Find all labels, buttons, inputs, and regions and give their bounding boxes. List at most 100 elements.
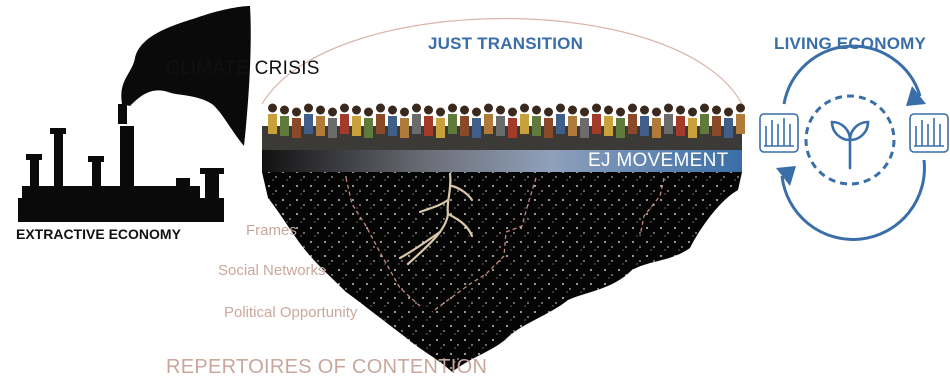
crowd-figure bbox=[616, 118, 625, 138]
crowd-head bbox=[724, 107, 733, 117]
crowd-head bbox=[676, 105, 685, 115]
crowd-head bbox=[328, 107, 337, 117]
crowd-head bbox=[736, 103, 745, 113]
crowd-head bbox=[508, 107, 517, 117]
climate-crisis-label: CLIMATE CRISIS bbox=[166, 58, 320, 79]
political-opportunity-label: Political Opportunity bbox=[224, 304, 358, 321]
crowd-figure bbox=[268, 114, 277, 134]
factory-icon bbox=[18, 104, 224, 222]
crowd-head bbox=[604, 105, 613, 115]
raised-hands-icon bbox=[759, 113, 799, 153]
crowd-figure bbox=[532, 116, 541, 136]
crowd-head bbox=[400, 107, 409, 117]
ej-movement-label: EJ MOVEMENT bbox=[588, 150, 729, 171]
crowd-figure bbox=[496, 116, 505, 136]
crowd-figure bbox=[664, 114, 673, 134]
crowd-figure bbox=[484, 114, 493, 134]
crowd-head bbox=[436, 107, 445, 117]
crowd-figure bbox=[400, 118, 409, 138]
social-networks-label: Social Networks bbox=[218, 262, 326, 279]
crowd-head bbox=[628, 103, 637, 113]
crowd-figure bbox=[316, 116, 325, 136]
crowd-head bbox=[652, 107, 661, 117]
crowd-head bbox=[448, 103, 457, 113]
crowd-head bbox=[376, 103, 385, 113]
crowd-head bbox=[424, 105, 433, 115]
crowd-head bbox=[412, 103, 421, 113]
root-ground bbox=[262, 172, 742, 372]
crowd-figure bbox=[736, 114, 745, 134]
crowd-figure bbox=[700, 114, 709, 134]
crowd-head bbox=[292, 107, 301, 117]
crowd-head bbox=[340, 103, 349, 113]
raised-hands-icon-right bbox=[909, 113, 949, 153]
frames-label: Frames bbox=[246, 222, 297, 239]
crowd-figure bbox=[652, 118, 661, 138]
crowd-head bbox=[460, 105, 469, 115]
crowd-head bbox=[616, 107, 625, 117]
crowd-figure bbox=[364, 118, 373, 138]
cycle-arrows-icon bbox=[776, 44, 926, 241]
crowd-figure bbox=[460, 116, 469, 136]
ej-movement-bar bbox=[262, 150, 742, 172]
crowd-figure bbox=[424, 116, 433, 136]
transition-arc bbox=[261, 18, 743, 105]
crowd-head bbox=[268, 103, 277, 113]
roots-icon bbox=[398, 172, 474, 266]
crowd-head bbox=[316, 105, 325, 115]
crowd-head bbox=[484, 103, 493, 113]
sprout-icon bbox=[830, 120, 870, 170]
crowd-icon bbox=[262, 103, 745, 150]
crowd-figure bbox=[352, 116, 361, 136]
crowd-figure bbox=[688, 118, 697, 138]
crowd-head bbox=[712, 105, 721, 115]
dashed-lines bbox=[345, 177, 421, 307]
crowd-figure bbox=[568, 116, 577, 136]
crowd-figure bbox=[544, 118, 553, 138]
crowd-head bbox=[688, 107, 697, 117]
crowd-head bbox=[532, 105, 541, 115]
crowd-head bbox=[388, 105, 397, 115]
crowd-figure bbox=[448, 114, 457, 134]
crowd-head bbox=[640, 105, 649, 115]
crowd-figure bbox=[604, 116, 613, 136]
inner-dashed-circle bbox=[804, 94, 896, 186]
crowd-figure bbox=[280, 116, 289, 136]
crowd-head bbox=[304, 103, 313, 113]
just-transition-label: JUST TRANSITION bbox=[428, 34, 584, 53]
crowd-figure bbox=[592, 114, 601, 134]
crowd-head bbox=[472, 107, 481, 117]
crowd-figure bbox=[376, 114, 385, 134]
crowd-head bbox=[664, 103, 673, 113]
crowd-figure bbox=[640, 116, 649, 136]
crowd-head bbox=[700, 103, 709, 113]
crowd-figure bbox=[508, 118, 517, 138]
crowd-figure bbox=[292, 118, 301, 138]
crowd-figure bbox=[580, 118, 589, 138]
crowd-head bbox=[352, 105, 361, 115]
crowd-head bbox=[364, 107, 373, 117]
crowd-figure bbox=[436, 118, 445, 138]
crowd-head bbox=[544, 107, 553, 117]
crowd-figure bbox=[472, 118, 481, 138]
crowd-figure bbox=[556, 114, 565, 134]
crowd-figure bbox=[304, 114, 313, 134]
repertoires-label: REPERTOIRES OF CONTENTION bbox=[166, 356, 488, 378]
smoke-plume-icon bbox=[121, 6, 251, 146]
crowd-figure bbox=[724, 118, 733, 138]
crowd-figure bbox=[676, 116, 685, 136]
crowd-head bbox=[280, 105, 289, 115]
crowd-figure bbox=[628, 114, 637, 134]
crowd-head bbox=[556, 103, 565, 113]
crowd-figure bbox=[340, 114, 349, 134]
crowd-head bbox=[520, 103, 529, 113]
crowd-head bbox=[568, 105, 577, 115]
crowd-head bbox=[496, 105, 505, 115]
living-economy-label: LIVING ECONOMY bbox=[774, 34, 927, 53]
crowd-figure bbox=[328, 118, 337, 138]
crowd-figure bbox=[412, 114, 421, 134]
extractive-economy-label: EXTRACTIVE ECONOMY bbox=[16, 226, 181, 242]
crowd-head bbox=[580, 107, 589, 117]
